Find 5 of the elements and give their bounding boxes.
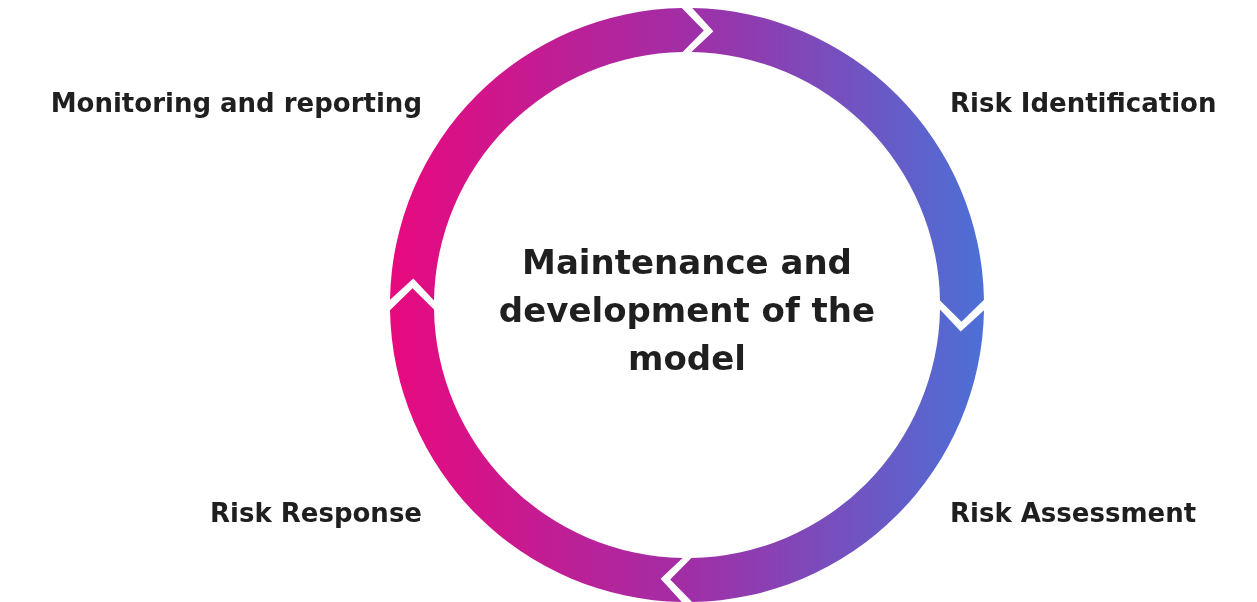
step-label: Risk Response [210,498,422,528]
step-label: Risk Assessment [950,498,1197,528]
step-label: Monitoring and reporting [50,88,422,118]
step-label: Risk Identification [950,88,1217,118]
center-title: Maintenance and development of the model [487,238,887,382]
